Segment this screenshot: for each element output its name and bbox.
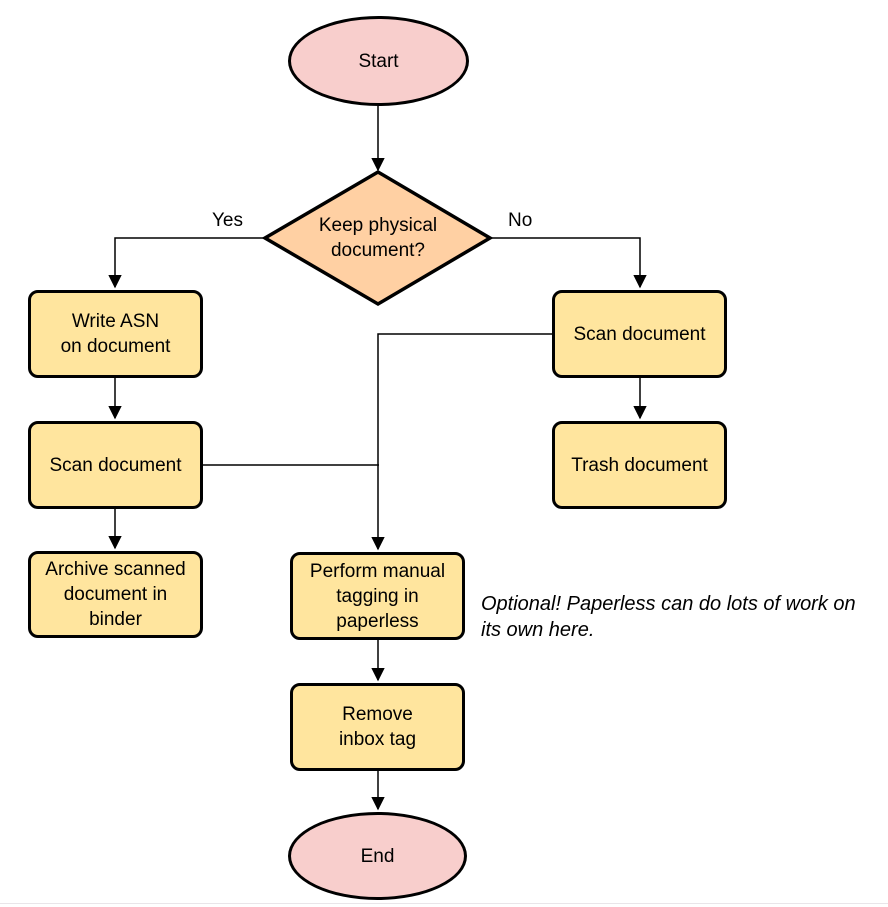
scan-document-left-node-label: Scan document bbox=[49, 454, 182, 476]
optional-note: Optional! Paperless can do lots of work … bbox=[481, 593, 856, 641]
archive-node: Archive scanned document in binder bbox=[28, 551, 203, 638]
connector-decision-no-to-scan-right bbox=[490, 237, 647, 289]
decision-node-label: Keep physical document? bbox=[318, 215, 438, 261]
write-asn-node: Write ASN on document bbox=[28, 290, 203, 378]
trash-document-node-label: Trash document bbox=[571, 454, 708, 476]
scan-document-right-node: Scan document bbox=[552, 290, 727, 378]
end-node-label: End bbox=[360, 845, 395, 867]
start-node-label: Start bbox=[358, 50, 399, 72]
archive-node-label: Archive scanned document in binder bbox=[45, 559, 186, 630]
manual-tagging-node: Perform manual tagging in paperless bbox=[290, 552, 465, 640]
connector-scan-right-to-tagging bbox=[371, 333, 552, 551]
scan-document-right-node-label: Scan document bbox=[573, 323, 706, 345]
remove-inbox-tag-node: Remove inbox tag bbox=[290, 683, 465, 771]
decision-node-shape bbox=[261, 169, 494, 307]
write-asn-node-label: Write ASN on document bbox=[60, 311, 171, 357]
bottom-rule bbox=[0, 903, 888, 904]
end-node: End bbox=[288, 812, 467, 900]
manual-tagging-node-label: Perform manual tagging in paperless bbox=[309, 560, 446, 632]
scan-document-left-node: Scan document bbox=[28, 421, 203, 509]
connector-decision-yes-to-write-asn bbox=[108, 237, 265, 289]
branch-label-no: No bbox=[508, 210, 533, 231]
trash-document-node: Trash document bbox=[552, 421, 727, 509]
branch-label-yes: Yes bbox=[212, 210, 243, 231]
remove-inbox-tag-node-label: Remove inbox tag bbox=[338, 704, 417, 750]
start-node: Start bbox=[288, 16, 469, 106]
